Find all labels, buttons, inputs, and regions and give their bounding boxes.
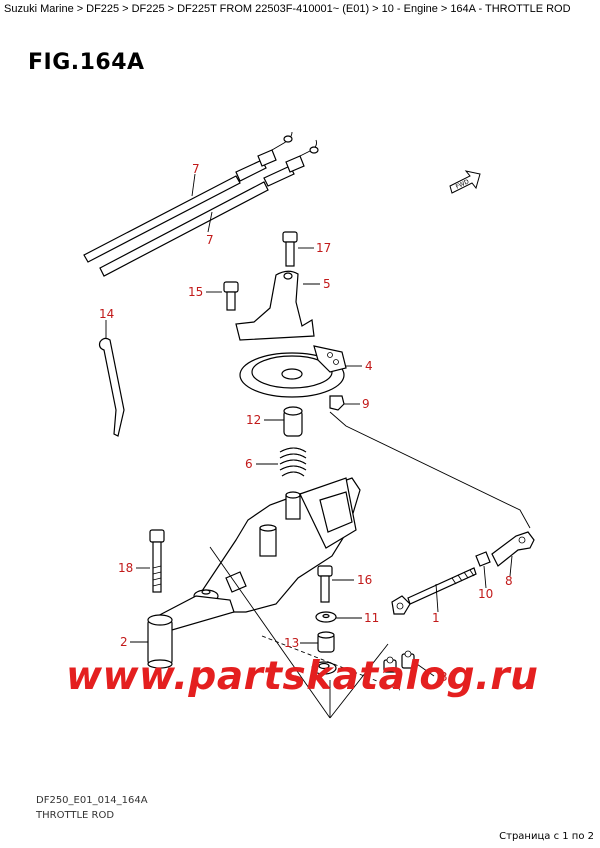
page-counter: Страница с 1 по 2 xyxy=(499,831,594,842)
throttle-cable-upper[interactable] xyxy=(83,131,293,263)
callout-17: 17 xyxy=(316,241,331,255)
nut-9[interactable] xyxy=(329,395,345,411)
bolt-15[interactable] xyxy=(223,281,239,311)
throttle-lever-body[interactable] xyxy=(193,477,361,613)
breadcrumb-separator: > xyxy=(76,3,84,15)
bolt-18[interactable] xyxy=(149,529,165,593)
breadcrumb-separator: > xyxy=(167,3,175,15)
spring-6[interactable] xyxy=(279,447,307,477)
figure-title: FIG.164A xyxy=(28,50,145,75)
throttle-rod-1[interactable] xyxy=(391,567,477,615)
callout-4: 4 xyxy=(365,359,373,373)
fwd-arrow-icon: FWD xyxy=(449,170,481,194)
callout-7-lower: 7 xyxy=(206,233,214,247)
lever-2[interactable] xyxy=(147,595,235,669)
breadcrumb-separator: > xyxy=(372,3,379,15)
leader-lines xyxy=(105,173,531,719)
breadcrumb-separator: > xyxy=(440,3,448,15)
callout-15: 15 xyxy=(188,285,203,299)
watermark: www.partskatalog.ru xyxy=(66,654,539,699)
callout-7-upper: 7 xyxy=(192,162,200,176)
nut-10[interactable] xyxy=(475,551,491,567)
callout-1: 1 xyxy=(432,611,440,625)
callout-6: 6 xyxy=(245,457,253,471)
callout-8: 8 xyxy=(505,574,513,588)
breadcrumb-item-df225[interactable]: DF225 xyxy=(86,3,120,15)
breadcrumb-item-serial-range[interactable]: DF225T FROM 22503F-410001~ (E01) xyxy=(177,3,370,15)
breadcrumb: Suzuki Marine>DF225>DF225>DF225T FROM 22… xyxy=(4,3,571,15)
breadcrumb-separator: > xyxy=(122,3,129,15)
callout-14: 14 xyxy=(99,307,114,321)
callout-13: 13 xyxy=(284,636,299,650)
bolt-16[interactable] xyxy=(317,565,333,603)
breadcrumb-item-suzuki-marine[interactable]: Suzuki Marine xyxy=(4,3,74,15)
callout-12: 12 xyxy=(246,413,261,427)
callout-labels: 7 7 17 5 15 14 4 9 12 6 18 16 10 8 2 11 … xyxy=(99,162,513,684)
callout-2: 2 xyxy=(120,635,128,649)
bolt-17[interactable] xyxy=(282,231,298,267)
throttle-cable-lower[interactable] xyxy=(99,139,319,277)
callout-9: 9 xyxy=(362,397,370,411)
callout-5: 5 xyxy=(323,277,331,291)
plate-4[interactable] xyxy=(239,345,347,398)
callout-10: 10 xyxy=(478,587,493,601)
figure-code: DF250_E01_014_164A xyxy=(36,795,148,806)
callout-11: 11 xyxy=(364,611,379,625)
breadcrumb-item-df225-model[interactable]: DF225 xyxy=(131,3,165,15)
bracket-5[interactable] xyxy=(235,270,315,341)
washer-11[interactable] xyxy=(315,611,337,623)
cable-tie-14[interactable] xyxy=(98,337,125,437)
callout-18: 18 xyxy=(118,561,133,575)
bushing-3[interactable] xyxy=(311,650,415,675)
breadcrumb-item-engine[interactable]: 10 - Engine xyxy=(381,3,438,15)
breadcrumb-item-current-page: 164A - THROTTLE ROD xyxy=(450,3,571,15)
collar-13[interactable] xyxy=(317,631,335,653)
joint-8[interactable] xyxy=(491,531,535,567)
callout-3: 3 xyxy=(440,670,448,684)
figure-name: THROTTLE ROD xyxy=(36,810,115,821)
callout-16: 16 xyxy=(357,573,372,587)
collar-12[interactable] xyxy=(283,406,303,437)
